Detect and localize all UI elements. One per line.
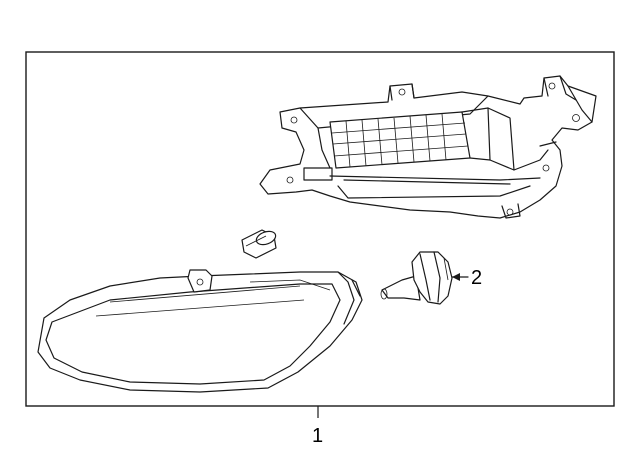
socket-cap <box>241 229 277 259</box>
lamp-bracket <box>259 75 597 219</box>
fog-lamp-lens <box>37 269 363 393</box>
bulb <box>380 251 469 305</box>
callout-assembly-label: 1 <box>312 425 323 447</box>
diagram-frame <box>25 51 615 407</box>
callout-bulb-label: 2 <box>471 267 482 289</box>
